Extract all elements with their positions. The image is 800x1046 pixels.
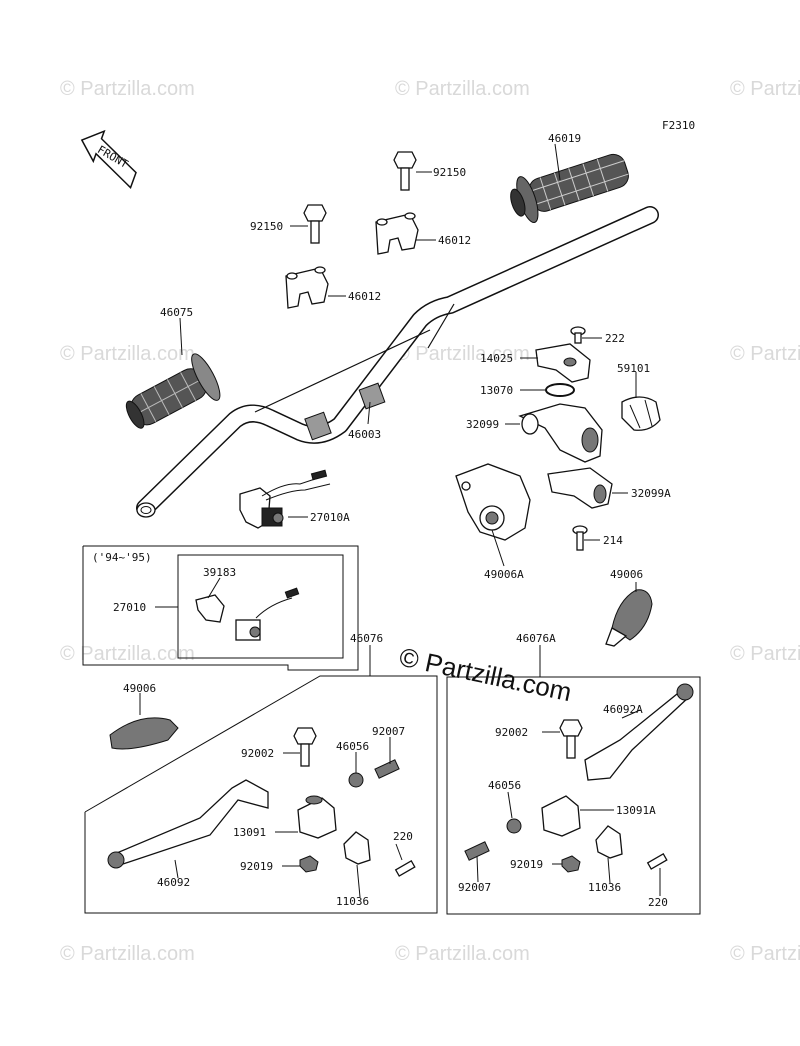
bolt-92150-lower [303,204,327,244]
ring-13070 [545,383,575,397]
label-46019: 46019 [548,132,581,145]
switch-27010A [239,469,331,529]
nut-92019-left [299,855,319,873]
bolt-92150-upper [393,151,417,191]
label-13070: 13070 [480,384,513,397]
bolt-220-right [646,853,668,870]
label-92002: 92002 [495,726,528,739]
label-32099: 32099 [466,418,499,431]
watermark: © Partzilla.com [60,78,195,100]
label-222: 222 [605,332,625,345]
nut-46056-left [348,772,364,788]
label-46092: 46092 [157,876,190,889]
clamp-46012-upper [375,212,419,255]
label-14025: 14025 [480,352,513,365]
figure-code: F2310 [662,119,695,132]
label-13091: 13091 [233,826,266,839]
watermark: © Partzilla.com [60,943,195,965]
part-labels: 46019 92150 92150 46012 46012 46075 4600… [113,132,671,909]
left-grip [125,353,221,429]
year-inset-box: ('94~'95) [82,545,359,671]
label-46012: 46012 [348,290,381,303]
lever-cover-49006-left [109,717,179,750]
label-214: 214 [603,534,623,547]
label-27010A: 27010A [310,511,350,524]
clamp-11036-left [343,831,371,865]
watermark: © Partzilla.com [730,78,800,100]
watermark: © Partzilla.com [730,643,800,665]
handlebar [136,206,659,518]
housing-32099 [518,403,603,463]
leader-lines [139,143,661,898]
label-92150: 92150 [250,220,283,233]
label-13091A: 13091A [616,804,656,817]
watermark: © Partzilla.com [730,343,800,365]
label-46076A: 46076A [516,632,556,645]
watermark: © Partzilla.com [395,343,530,365]
watermark: © Partzilla.com [730,943,800,965]
watermark: © Partzilla.com [60,643,195,665]
label-92007: 92007 [372,725,405,738]
label-92019: 92019 [240,860,273,873]
housing-32099A [547,467,613,509]
cap-59101 [621,396,661,431]
lever-46092 [107,779,269,869]
label-220: 220 [393,830,413,843]
lever-cover-49006-right [605,589,653,647]
label-11036: 11036 [588,881,621,894]
clamp-11036-right [595,825,623,859]
label-92007: 92007 [458,881,491,894]
nut-92019-right [561,855,581,873]
label-46092A: 46092A [603,703,643,716]
label-46075: 46075 [160,306,193,319]
label-49006: 49006 [610,568,643,581]
holder-13091 [297,795,337,839]
watermark: © Partzilla.com [395,78,530,100]
watermark: © Partzilla.com [60,343,195,365]
cover-49006A [455,463,531,541]
right-lever-box [446,676,701,915]
bolt-92002-left [293,727,317,767]
right-grip [510,153,629,224]
left-lever-box [84,675,438,914]
nut-46056-right [506,818,522,834]
clamp-46012-lower [285,266,329,309]
year-note: ('94~'95) [92,551,152,564]
label-46003: 46003 [348,428,381,441]
label-49006: 49006 [123,682,156,695]
label-46012: 46012 [438,234,471,247]
label-11036: 11036 [336,895,369,908]
cover-14025 [535,343,591,383]
holder-13091A [541,795,581,837]
screw-222 [570,326,586,344]
bolt-92002-right [559,719,583,759]
lever-46092A [584,683,694,781]
label-92019: 92019 [510,858,543,871]
label-39183: 39183 [203,566,236,579]
screw-92007-right [464,841,490,861]
label-46056: 46056 [488,779,521,792]
label-92002: 92002 [241,747,274,760]
label-32099A: 32099A [631,487,671,500]
label-59101: 59101 [617,362,650,375]
label-27010: 27010 [113,601,146,614]
label-46056: 46056 [336,740,369,753]
watermark-center: © Partzilla.com [397,642,575,708]
bolt-220-left [394,860,416,877]
label-49006A: 49006A [484,568,524,581]
screw-214 [572,525,588,551]
label-46076: 46076 [350,632,383,645]
screw-92007-left [374,759,400,779]
label-92150: 92150 [433,166,466,179]
label-220: 220 [648,896,668,909]
front-arrow-icon: FRONT [80,129,137,189]
watermark: © Partzilla.com [395,943,530,965]
